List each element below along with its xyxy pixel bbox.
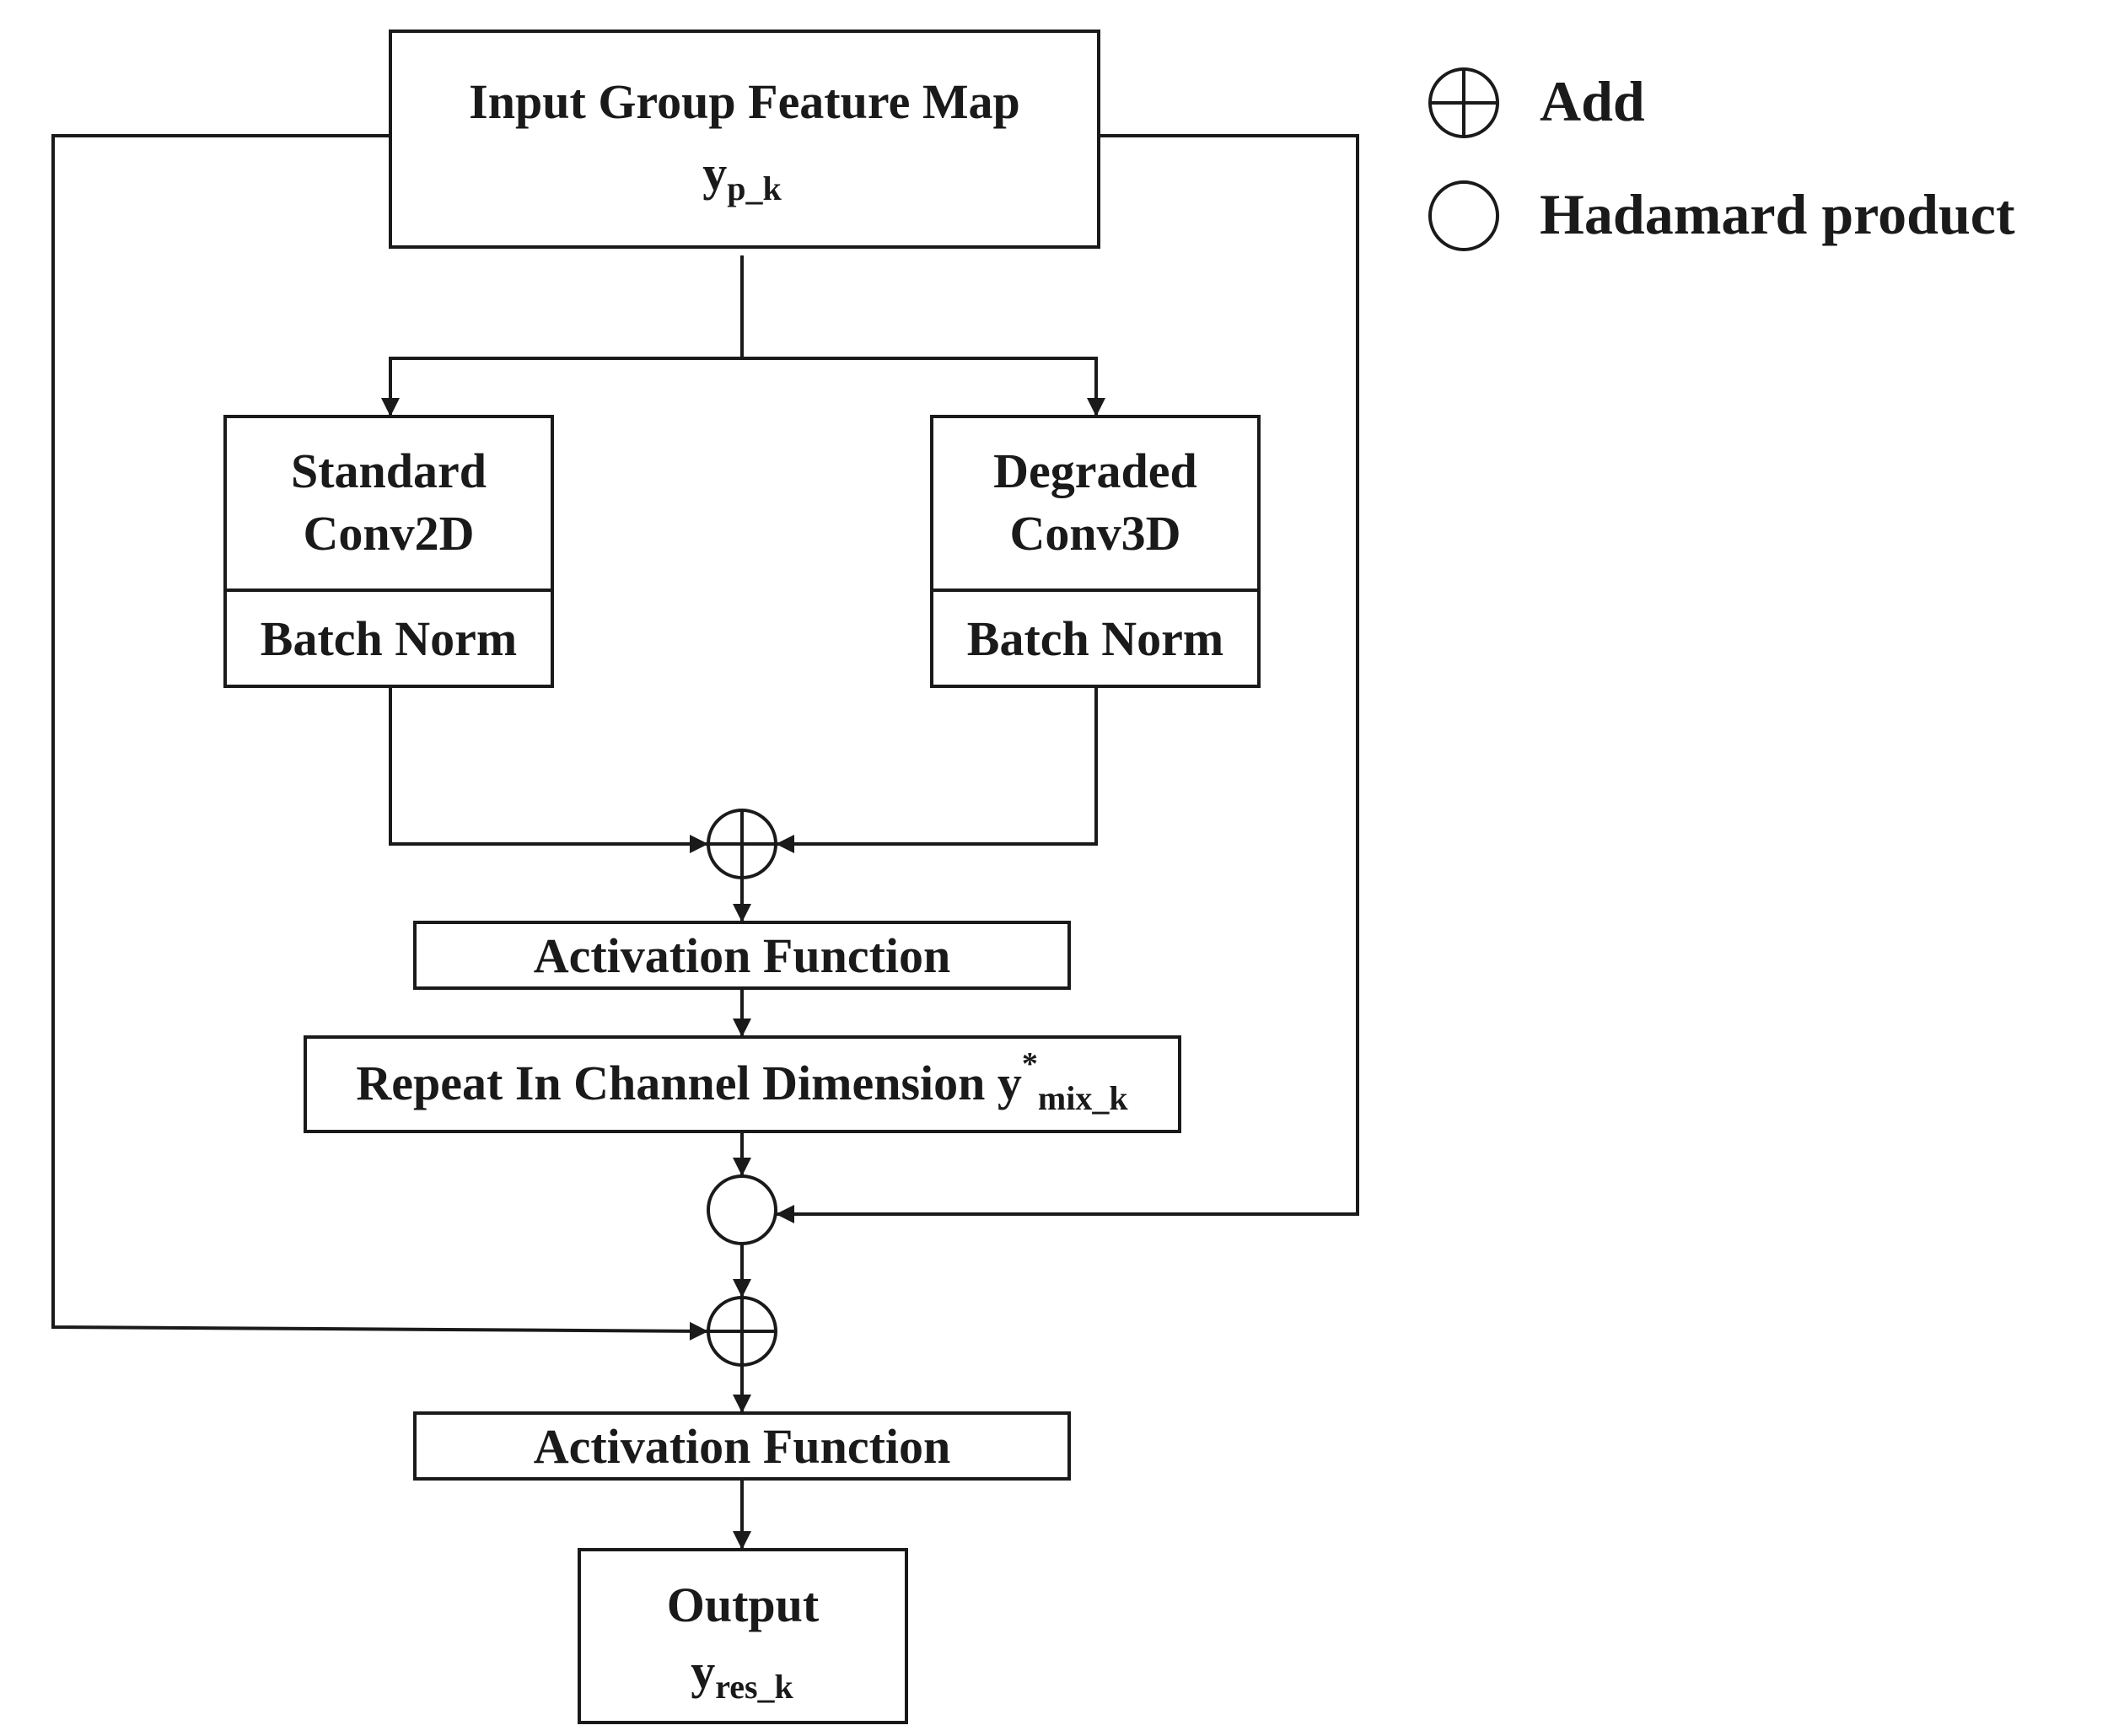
- activation-function-label-1: Activation Function: [534, 928, 951, 983]
- standard-conv2d-line1: Standard: [291, 443, 487, 498]
- output-title: Output: [667, 1577, 820, 1632]
- connector-split-right: [742, 357, 1105, 417]
- degraded-batch-norm-label: Batch Norm: [967, 611, 1223, 666]
- hadamard-operator: [707, 1174, 777, 1245]
- connector-left-to-add: [389, 686, 708, 853]
- connector-skip-right: [776, 134, 1359, 1223]
- legend-add-label: Add: [1540, 69, 1645, 133]
- standard-batch-norm-label: Batch Norm: [261, 611, 517, 666]
- output-symbol: yres_k: [691, 1644, 793, 1706]
- input-box: [389, 30, 1100, 249]
- output-symbol-y: y: [691, 1644, 715, 1699]
- repeat-text: Repeat In Channel Dimension y: [356, 1056, 1022, 1110]
- repeat-superscript: *: [1022, 1046, 1038, 1082]
- legend-hadamard-label: Hadamard product: [1540, 182, 2015, 246]
- connector-split-left: [381, 357, 742, 417]
- input-box-title: Input Group Feature Map: [469, 74, 1020, 129]
- legend-hadamard-icon: [1428, 180, 1499, 251]
- activation-function-label-2: Activation Function: [534, 1419, 951, 1474]
- input-box-symbol: yp_k: [702, 146, 782, 207]
- degraded-conv3d-line2: Conv3D: [1009, 506, 1180, 561]
- input-symbol: y: [702, 146, 727, 201]
- input-subscript: p_k: [727, 169, 782, 207]
- standard-conv2d-line2: Conv2D: [303, 506, 474, 561]
- repeat-channel-label: Repeat In Channel Dimension y*mix_k: [356, 1046, 1128, 1117]
- connector-right-to-add: [776, 686, 1098, 853]
- degraded-conv3d-line1: Degraded: [993, 443, 1197, 498]
- output-subscript: res_k: [715, 1668, 793, 1706]
- connector-skip-left: [51, 134, 709, 1341]
- repeat-subscript: mix_k: [1038, 1079, 1128, 1117]
